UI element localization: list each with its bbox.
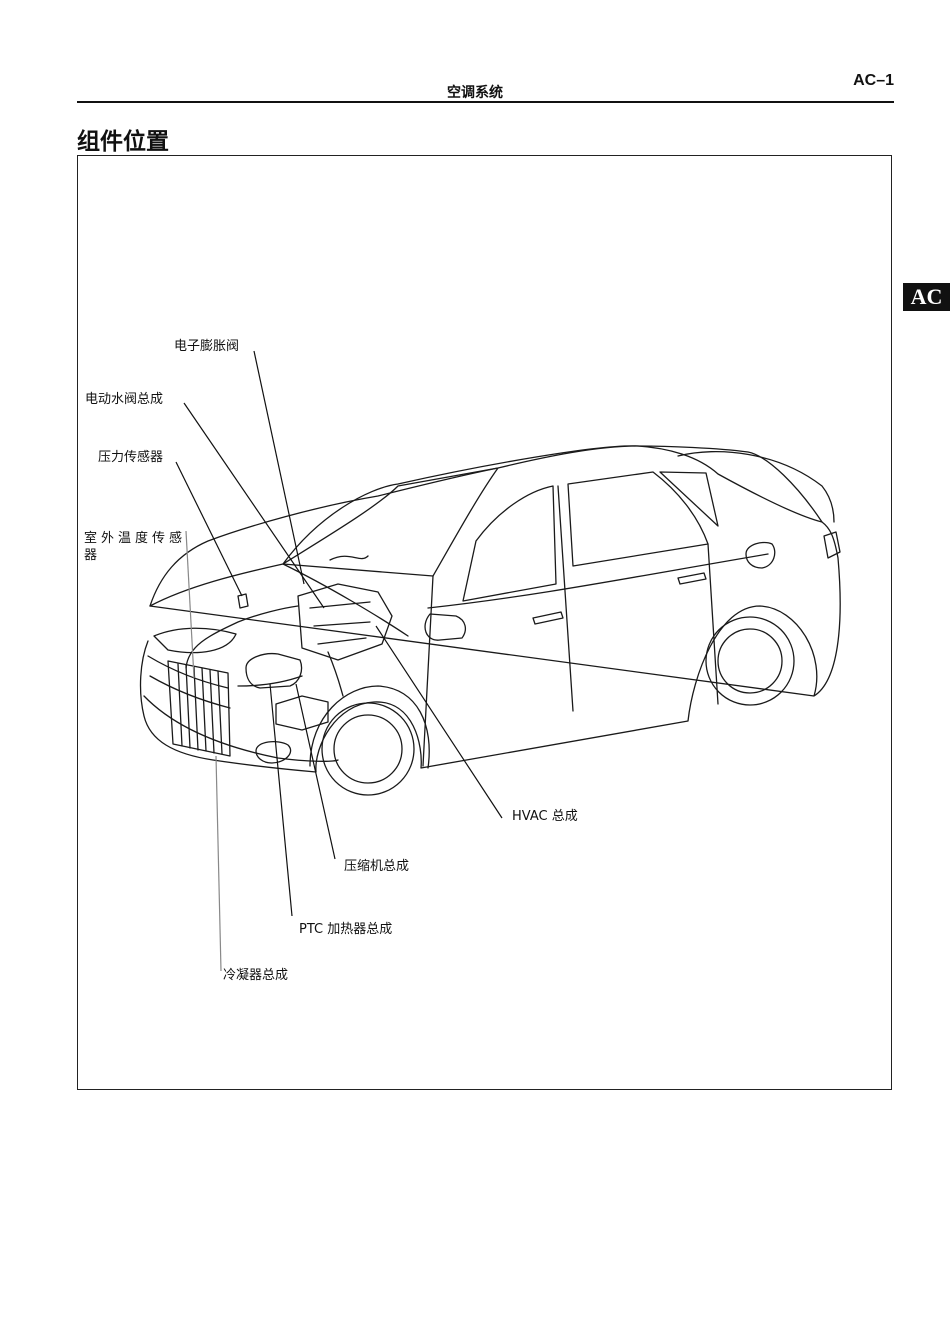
rear-wheel-outer: [705, 616, 795, 706]
front-wheel-arch: [309, 685, 430, 769]
trunk: [677, 451, 835, 523]
front-door-handle: [532, 611, 564, 625]
front-door-line: [422, 485, 574, 767]
callout-ptc-heater: PTC 加热器总成: [299, 922, 393, 937]
rear-light: [823, 531, 841, 559]
hvac-unit: [297, 583, 393, 661]
front-bumper: [143, 695, 339, 762]
hvac-unit-detail: [309, 555, 371, 645]
leader-pressure-sensor: [175, 461, 243, 597]
header-rule: [77, 101, 894, 103]
callout-electronic-expansion-valve: 电子膨胀阀: [174, 339, 240, 354]
refrigerant-pipes: [185, 605, 344, 697]
fog-light: [255, 740, 292, 764]
compressor-unit: [245, 652, 303, 689]
rear-door-handle: [677, 572, 707, 585]
section-tab-ac[interactable]: AC: [903, 283, 950, 311]
car-component-diagram: [139, 350, 841, 972]
callout-electric-water-valve: 电动水阀总成: [85, 392, 164, 407]
front-wheel-outer: [321, 702, 415, 796]
rear-door-window: [567, 471, 709, 567]
callout-condenser: 冷凝器总成: [223, 968, 289, 983]
callout-compressor: 压缩机总成: [344, 859, 410, 874]
side-mirror: [424, 613, 467, 641]
condenser-fins: [177, 663, 223, 755]
callout-hvac: HVAC 总成: [512, 809, 578, 824]
front-door-window: [462, 485, 557, 602]
ptc-heater-unit: [275, 695, 329, 731]
rear-door-line: [707, 543, 719, 705]
page-number: AC–1: [853, 72, 894, 89]
front-wheel-inner: [333, 714, 403, 784]
rear-quarter-window: [659, 471, 719, 527]
leader-condenser: [215, 755, 222, 972]
windshield: [282, 467, 499, 577]
pressure-sensor-body: [237, 593, 249, 609]
leader-electric-water-valve: [183, 402, 325, 609]
car-body-outline: [139, 445, 841, 773]
diagram-frame: 电子膨胀阀 电动水阀总成 压力传感器 室外温度传感器 HVAC 总成 压缩机总成…: [77, 155, 892, 1090]
callout-outdoor-temp-sensor: 室外温度传感器: [84, 531, 187, 563]
car-roof: [282, 445, 823, 565]
leader-ptc-heater: [269, 683, 293, 917]
chapter-title: 空调系统: [447, 85, 503, 101]
callout-pressure-sensor: 压力传感器: [98, 450, 164, 465]
condenser-core: [167, 660, 231, 757]
section-title: 组件位置: [77, 129, 169, 155]
grille: [147, 655, 231, 709]
fuel-cap: [745, 541, 776, 569]
beltline: [427, 553, 769, 609]
headlight: [153, 627, 237, 654]
leader-electronic-expansion-valve: [253, 350, 305, 585]
leader-outdoor-temp-sensor: [185, 530, 195, 679]
leader-hvac: [375, 625, 503, 819]
leader-compressor: [295, 683, 336, 860]
rear-wheel-inner: [717, 628, 783, 694]
